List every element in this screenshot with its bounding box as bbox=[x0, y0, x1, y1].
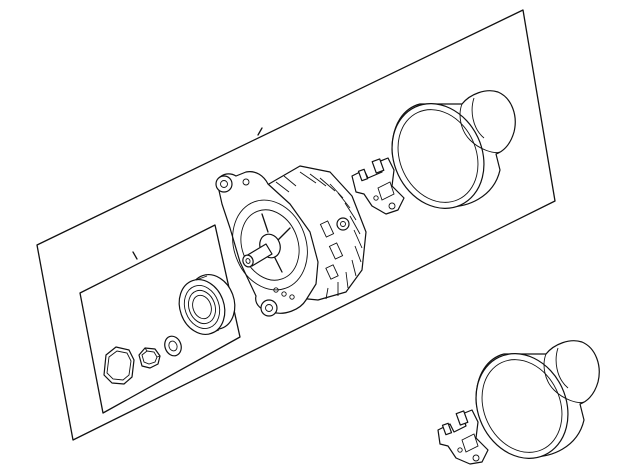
voltage-regulator-spare-icon bbox=[438, 410, 488, 464]
alternator-fins bbox=[276, 172, 362, 299]
cover-spare-icon bbox=[459, 338, 599, 471]
hex-nut-icon bbox=[139, 348, 160, 368]
hardware-kit-panel bbox=[80, 225, 240, 413]
kit-callout-tick bbox=[133, 252, 137, 259]
dust-cap-icon bbox=[104, 347, 134, 384]
alternator-icon bbox=[216, 166, 366, 316]
mount-ear-top bbox=[216, 176, 232, 192]
pulley-icon bbox=[172, 268, 242, 341]
assembly-callout-tick bbox=[258, 128, 262, 135]
mount-ear-bottom bbox=[261, 300, 277, 316]
washer-icon bbox=[162, 334, 184, 358]
voltage-regulator-icon bbox=[352, 158, 404, 214]
assembly-panel bbox=[37, 10, 555, 440]
cover-icon bbox=[375, 88, 515, 223]
